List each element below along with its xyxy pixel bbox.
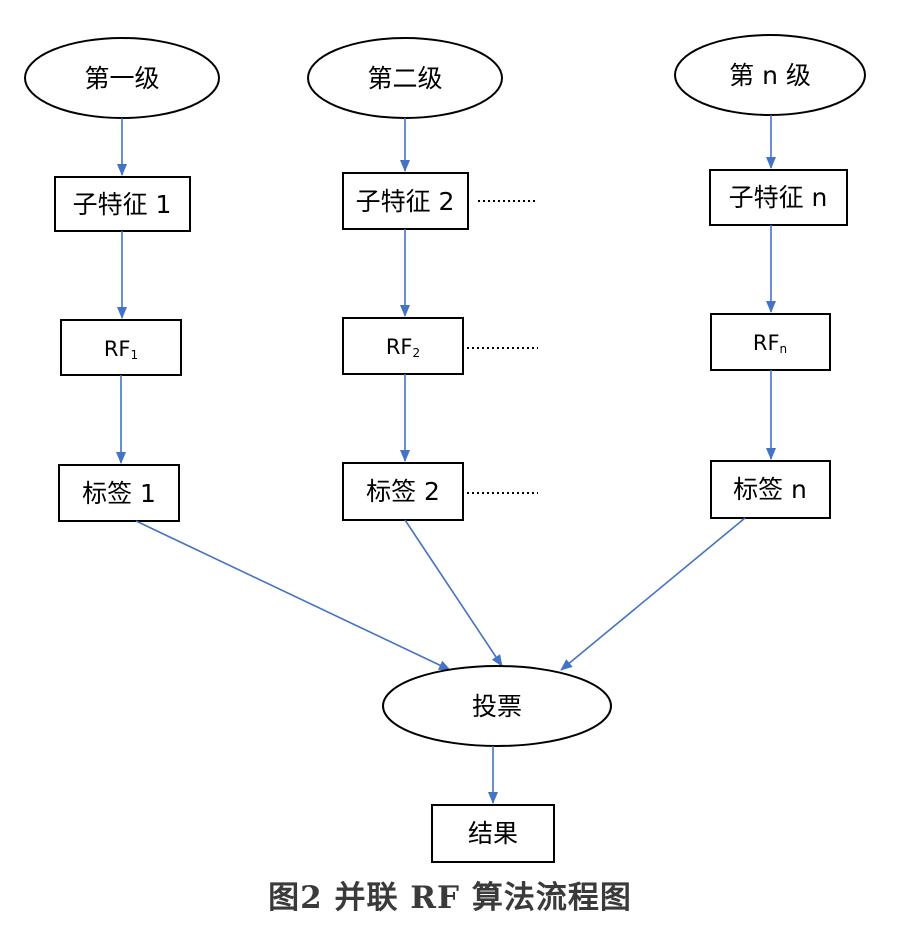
feature-2-box xyxy=(342,172,469,230)
tag-2-box xyxy=(342,462,464,521)
vote-label: 投票 xyxy=(472,692,522,721)
arrow-tagn-vote xyxy=(560,517,746,671)
rf-1-label: RF1 xyxy=(104,337,138,362)
tag-n-label: 标签 n xyxy=(733,475,807,504)
level-2-label: 第二级 xyxy=(367,64,442,93)
tag-1-box xyxy=(58,464,180,522)
rf-2-box xyxy=(342,317,464,375)
arrow-tag1-vote xyxy=(135,520,451,671)
arrow-tag2-vote xyxy=(404,519,503,667)
feature-n-box xyxy=(709,169,848,226)
tag-n-box xyxy=(710,460,831,519)
tag-2-label: 标签 2 xyxy=(366,477,440,506)
level-n-label: 第 n 级 xyxy=(729,61,811,90)
figure-caption: 图2 并联 RF 算法流程图 xyxy=(268,880,632,916)
feature-n-label: 子特征 n xyxy=(729,183,828,212)
flowchart: 第一级 子特征 1 RF1 标签 1 第二级 子特征 2 RF2 标签 2 第 … xyxy=(24,34,866,863)
result-box xyxy=(431,804,555,863)
level-1-label: 第一级 xyxy=(84,64,159,93)
level-n-ellipse xyxy=(674,34,866,116)
result-label: 结果 xyxy=(468,819,518,848)
feature-2-label: 子特征 2 xyxy=(356,187,455,216)
tag-1-label: 标签 1 xyxy=(82,479,156,508)
feature-1-label: 子特征 1 xyxy=(73,190,172,219)
rf-2-label: RF2 xyxy=(386,335,420,360)
rf-n-label: RFn xyxy=(753,331,787,356)
rf-1-box xyxy=(60,319,182,376)
feature-1-box xyxy=(54,176,191,232)
rf-n-box xyxy=(710,313,831,371)
vote-ellipse xyxy=(382,665,612,747)
